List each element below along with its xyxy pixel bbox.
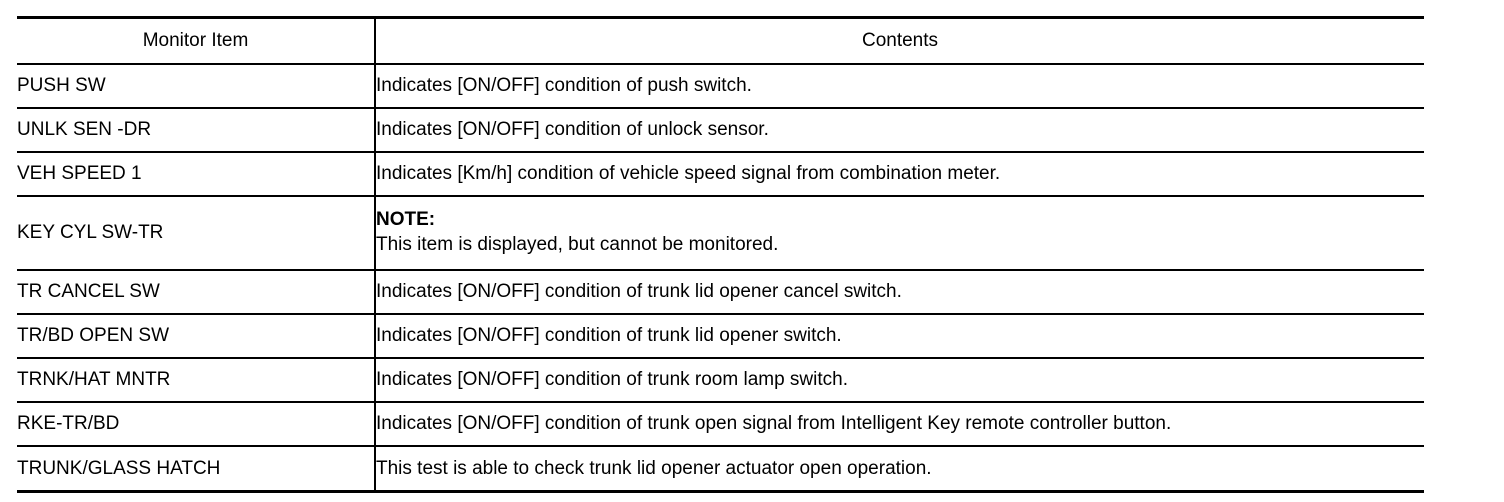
contents-cell: Indicates [ON/OFF] condition of unlock s…: [375, 108, 1424, 153]
table-row: TRUNK/GLASS HATCH This test is able to c…: [17, 446, 1424, 492]
table-row: TRNK/HAT MNTR Indicates [ON/OFF] conditi…: [17, 358, 1424, 403]
table-header-row: Monitor Item Contents: [17, 17, 1424, 65]
contents-cell: This test is able to check trunk lid ope…: [376, 457, 932, 479]
note-text: This item is displayed, but cannot be mo…: [376, 234, 779, 255]
monitor-item-table-container: Monitor Item Contents PUSH SW Indicates …: [17, 16, 1424, 493]
column-header-contents: Contents: [375, 17, 1424, 65]
monitor-item-cell: VEH SPEED 1: [17, 152, 376, 197]
monitor-item-cell: UNLK SEN -DR: [17, 108, 376, 153]
monitor-item-cell: TR/BD OPEN SW: [17, 314, 376, 359]
table-row: VEH SPEED 1 Indicates [Km/h] condition o…: [17, 152, 1424, 197]
contents-cell: Indicates [ON/OFF] condition of trunk op…: [375, 402, 1424, 447]
table-row: RKE-TR/BD Indicates [ON/OFF] condition o…: [17, 402, 1424, 447]
table-row: TR/BD OPEN SW Indicates [ON/OFF] conditi…: [17, 314, 1424, 359]
column-header-monitor-item: Monitor Item: [17, 17, 376, 65]
contents-cell: Indicates [ON/OFF] condition of trunk ro…: [375, 358, 1424, 403]
table-row: PUSH SW Indicates [ON/OFF] condition of …: [17, 64, 1424, 109]
table-header: Monitor Item Contents: [17, 17, 1424, 65]
table-row: KEY CYL SW-TR NOTE: This item is display…: [17, 196, 1424, 271]
table-body: PUSH SW Indicates [ON/OFF] condition of …: [17, 64, 1424, 492]
contents-cell: Indicates [ON/OFF] condition of trunk li…: [375, 314, 1424, 359]
table-row: UNLK SEN -DR Indicates [ON/OFF] conditio…: [17, 108, 1424, 153]
contents-cell: NOTE: This item is displayed, but cannot…: [375, 196, 1424, 271]
note-block: NOTE: This item is displayed, but cannot…: [376, 208, 1424, 257]
note-label: NOTE:: [376, 209, 436, 231]
monitor-item-cell: TR CANCEL SW: [17, 270, 376, 315]
monitor-item-cell: RKE-TR/BD: [17, 402, 376, 447]
monitor-item-cell: TRNK/HAT MNTR: [17, 358, 376, 403]
monitor-item-table: Monitor Item Contents PUSH SW Indicates …: [17, 16, 1424, 493]
monitor-item-cell: PUSH SW: [17, 64, 376, 109]
table-row: TR CANCEL SW Indicates [ON/OFF] conditio…: [17, 270, 1424, 315]
monitor-item-cell: TRUNK/GLASS HATCH: [17, 446, 376, 492]
contents-cell: Indicates [ON/OFF] condition of push swi…: [375, 64, 1424, 109]
contents-cell: Indicates [ON/OFF] condition of trunk li…: [375, 270, 1424, 315]
monitor-item-cell: KEY CYL SW-TR: [17, 196, 376, 271]
contents-cell: Indicates [Km/h] condition of vehicle sp…: [375, 152, 1424, 197]
